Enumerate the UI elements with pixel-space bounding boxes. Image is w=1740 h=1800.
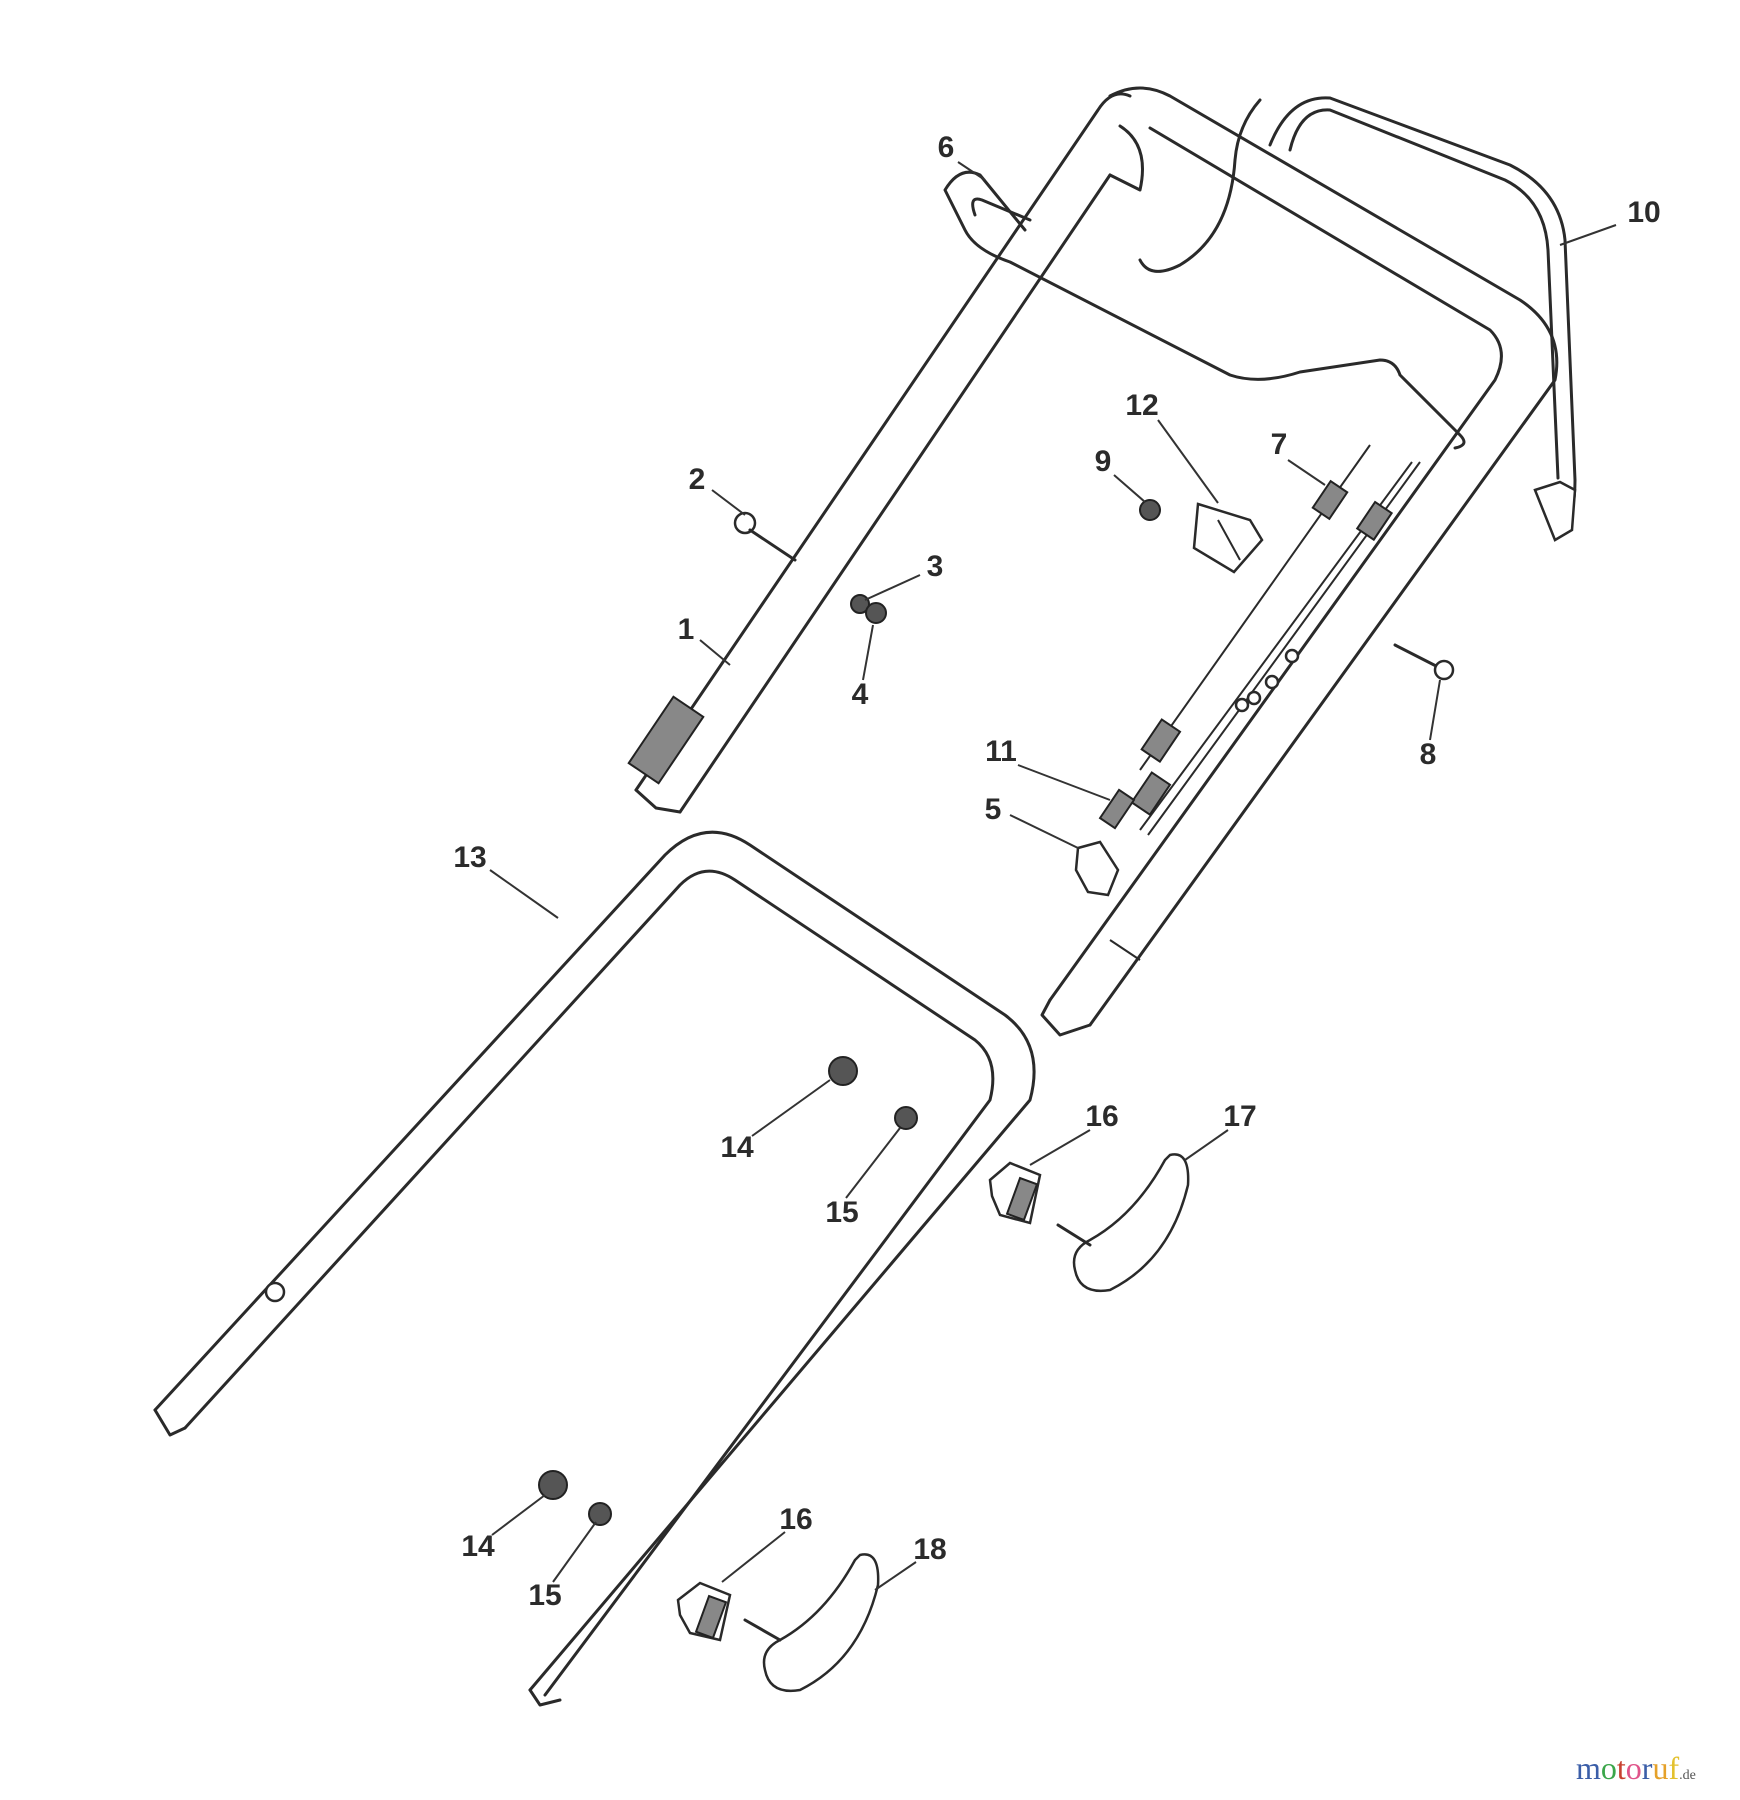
watermark-letter: m [1576,1750,1601,1786]
nut-part-9 [1139,499,1161,521]
callout-1: 1 [677,613,695,646]
nut-part-4 [865,602,887,624]
watermark-letter: o [1600,1750,1617,1786]
cable-clip-part-12 [1192,502,1264,574]
callout-15-upper: 15 [825,1196,859,1229]
watermark-letter: f [1668,1750,1680,1786]
bail-lever-part-10 [1268,96,1577,542]
spacer-part-16-lower [676,1581,732,1642]
washer-part-3 [850,594,870,614]
callout-7: 7 [1270,428,1288,461]
callout-15-lower: 15 [528,1579,562,1612]
nut-part-15-lower [588,1502,612,1526]
callout-11: 11 [985,735,1017,768]
wire-bail-part-6 [943,98,1466,450]
hook-bolt-part-2 [733,511,797,562]
clamp-knob-part-18 [743,1553,880,1693]
callout-18: 18 [913,1533,947,1566]
callout-12: 12 [1125,389,1159,422]
callout-5: 5 [984,793,1002,826]
callout-13: 13 [453,841,487,874]
watermark-letter: t [1616,1750,1626,1786]
callout-9: 9 [1094,445,1112,478]
callout-4: 4 [851,678,869,711]
clamp-knob-part-17 [1056,1153,1190,1293]
upper-handle-left-leg [627,92,1132,814]
callout-6: 6 [937,131,955,164]
callout-14-upper: 14 [720,1131,754,1164]
callout-16-lower: 16 [779,1503,813,1536]
callout-3: 3 [926,550,944,583]
callout-17: 17 [1223,1100,1257,1133]
callout-10: 10 [1627,196,1661,229]
callout-16-upper: 16 [1085,1100,1119,1133]
callout-8: 8 [1419,738,1437,771]
washer-part-14-lower [538,1470,568,1500]
spring-part-11 [1098,788,1136,830]
watermark-logo: motoruf.de [1576,1752,1696,1784]
leader-lines [489,161,1617,1591]
watermark-letter: o [1625,1750,1642,1786]
spacer-part-16-upper [988,1161,1042,1225]
cables-part-7 [1130,444,1421,836]
watermark-letter: u [1652,1750,1669,1786]
callout-2: 2 [688,463,706,496]
lower-handle-part-13 [153,830,1036,1707]
callout-14-lower: 14 [461,1530,495,1563]
watermark-suffix: .de [1679,1768,1696,1783]
nut-part-15-upper [894,1106,918,1130]
upper-handle-frame [1040,86,1559,1037]
bolt-part-8 [1393,643,1455,681]
washer-part-14-upper [828,1056,858,1086]
grip-insert [627,695,705,785]
cable-connector-part-5 [1074,840,1120,897]
watermark-letter: r [1641,1750,1653,1786]
